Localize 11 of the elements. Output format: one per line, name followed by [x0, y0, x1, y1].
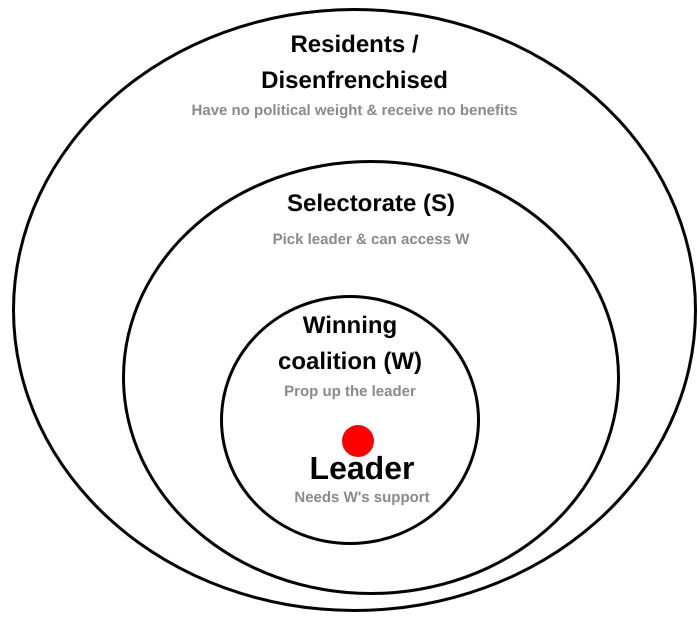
ring-description: Pick leader & can access W: [272, 231, 470, 249]
leader-label: Leader: [308, 449, 416, 487]
ring-title: Residents / Disenfrenchised: [260, 30, 449, 96]
ring-title: Winning coalition (W): [277, 311, 423, 377]
ring-title: Selectorate (S): [286, 189, 456, 219]
ellipse-ring: [122, 160, 620, 595]
ellipse-ring: [220, 295, 480, 545]
ring-description: Needs W's support: [293, 489, 431, 507]
ring-description: Prop up the leader: [283, 383, 417, 401]
ring-description: Have no political weight & receive no benefits: [190, 102, 518, 120]
ellipse-ring: [12, 8, 697, 612]
